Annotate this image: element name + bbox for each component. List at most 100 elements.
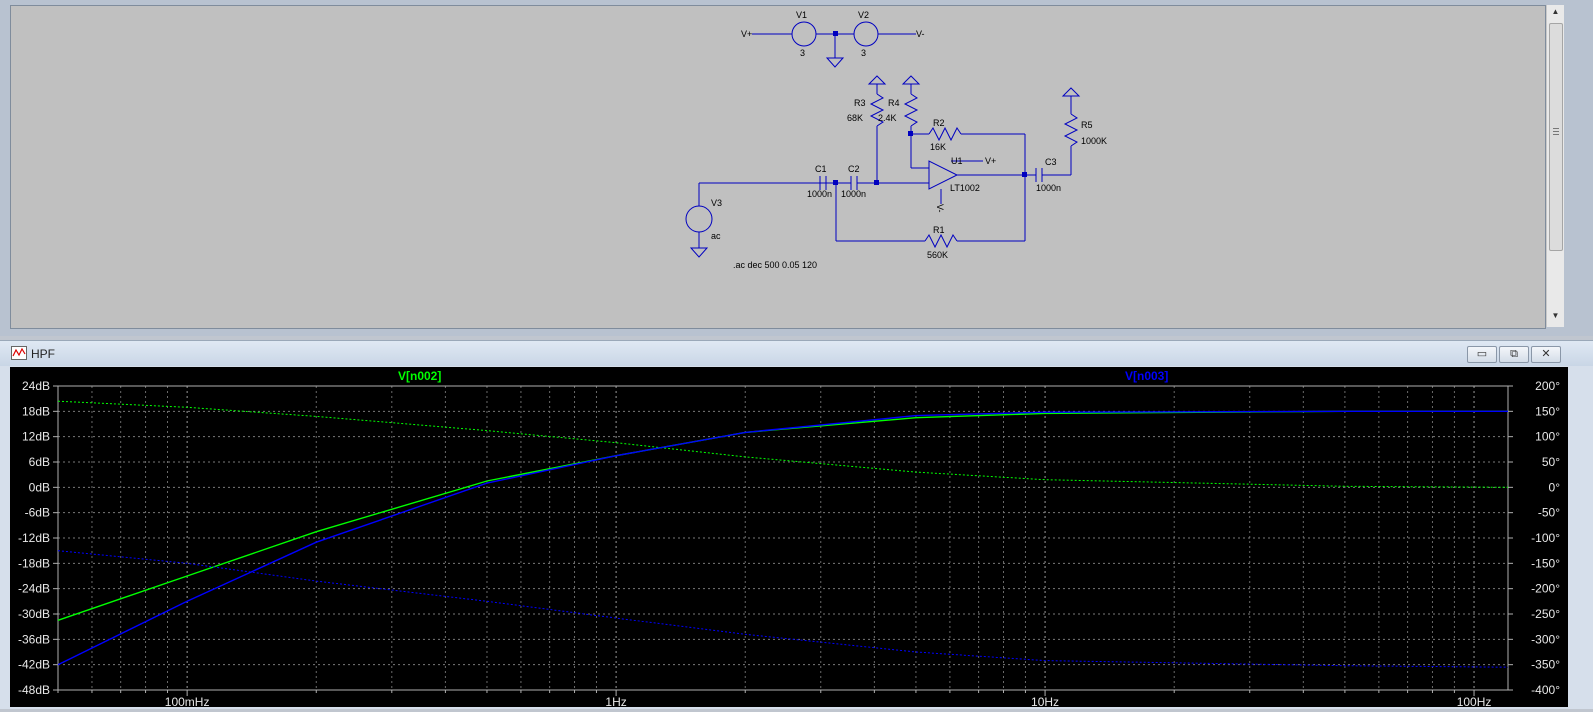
y-tick-label: 18dB xyxy=(22,404,50,418)
scroll-up-arrow-icon[interactable]: ▲ xyxy=(1551,7,1560,16)
net-vminus-u1: V- xyxy=(935,204,945,213)
y2-tick-label: 50° xyxy=(1542,455,1560,469)
r2-name: R2 xyxy=(933,118,945,128)
x-axis-labels: 100mHz 1Hz 10Hz 100Hz xyxy=(165,695,1492,709)
r3-name: R3 xyxy=(854,98,866,108)
vcc-icon xyxy=(1061,87,1081,97)
y-tick-label: 0dB xyxy=(29,480,50,494)
y2-tick-label: -200° xyxy=(1531,582,1560,596)
y2-axis-labels: 200° 150° 100° 50° 0° -50° -100° -150° -200° -250… xyxy=(1531,379,1560,697)
restore-button[interactable]: ⧉ xyxy=(1499,346,1529,363)
v2-value: 3 xyxy=(861,48,866,58)
close-button[interactable]: ✕ xyxy=(1531,346,1561,363)
x-tick-label: 100Hz xyxy=(1457,695,1492,707)
v1-name: V1 xyxy=(796,10,807,20)
v2-symbol[interactable] xyxy=(853,21,879,47)
y2-tick-label: -150° xyxy=(1531,556,1560,570)
u1-opamp[interactable] xyxy=(928,160,959,190)
r4-value: 2.4K xyxy=(878,113,897,123)
r3-resistor[interactable] xyxy=(869,93,885,127)
junction-dot xyxy=(833,180,838,185)
ground-icon xyxy=(689,247,709,258)
waveform-title: HPF xyxy=(31,347,55,361)
y-tick-label: 12dB xyxy=(22,430,50,444)
y2-tick-label: 200° xyxy=(1535,379,1560,393)
vcc-icon xyxy=(901,75,921,85)
trace-vn003-magnitude xyxy=(57,410,1508,666)
junction-dot xyxy=(833,31,838,36)
v3-value: ac xyxy=(711,231,721,241)
waveform-app-icon xyxy=(11,346,27,360)
y-tick-label: -30dB xyxy=(18,607,50,621)
trace-label-v-n002[interactable]: V[n002] xyxy=(398,369,441,383)
net-vplus-u1: V+ xyxy=(985,156,996,166)
y-tick-label: -42dB xyxy=(18,658,50,672)
spice-directive[interactable]: .ac dec 500 0.05 120 xyxy=(733,260,817,270)
v3-name: V3 xyxy=(711,198,722,208)
r4-resistor[interactable] xyxy=(903,93,919,127)
y2-tick-label: -50° xyxy=(1538,506,1560,520)
c1-value: 1000n xyxy=(807,189,832,199)
y-tick-label: -6dB xyxy=(25,506,50,520)
net-vminus: V- xyxy=(916,29,925,39)
c3-value: 1000n xyxy=(1036,183,1061,193)
u1-name: U1 xyxy=(951,156,963,166)
x-tick-label: 100mHz xyxy=(165,695,210,707)
scroll-thumb[interactable] xyxy=(1549,23,1563,251)
v1-symbol[interactable] xyxy=(791,21,817,47)
plot-frame xyxy=(57,385,1509,691)
r4-name: R4 xyxy=(888,98,900,108)
r1-name: R1 xyxy=(933,225,945,235)
schematic-canvas[interactable]: V1 3 V2 3 V3 ac V+ V- V+ V- R3 68K R4 2.… xyxy=(10,5,1546,329)
y-axis-labels: 24dB18dB12dB6dB0dB-6dB-12dB-18dB-24dB-30… xyxy=(18,379,50,697)
vcc-icon xyxy=(867,75,887,85)
y2-tick-label: -400° xyxy=(1531,683,1560,697)
y-tick-label: -36dB xyxy=(18,632,50,646)
c2-value: 1000n xyxy=(841,189,866,199)
ground-icon xyxy=(825,57,845,68)
y-tick-label: -18dB xyxy=(18,556,50,570)
r1-resistor[interactable] xyxy=(924,233,958,249)
r2-value: 16K xyxy=(930,142,946,152)
y2-tick-label: -350° xyxy=(1531,658,1560,672)
trace-vn002-phase xyxy=(57,400,1509,488)
y-tick-label: 24dB xyxy=(22,379,50,393)
schematic-vertical-scrollbar[interactable]: ▲ ▼ xyxy=(1546,5,1564,327)
v2-name: V2 xyxy=(858,10,869,20)
minimize-button[interactable]: ▭ xyxy=(1467,346,1497,363)
waveform-titlebar[interactable]: HPF ▭ ⧉ ✕ xyxy=(0,341,1593,366)
y2-tick-label: 100° xyxy=(1535,430,1560,444)
r3-value: 68K xyxy=(847,113,863,123)
junction-dot xyxy=(1022,172,1027,177)
r5-resistor[interactable] xyxy=(1063,113,1079,147)
v3-symbol[interactable] xyxy=(685,205,713,233)
y2-tick-label: -100° xyxy=(1531,531,1560,545)
trace-vn003-phase xyxy=(57,550,1509,668)
bode-plot[interactable]: 24dB18dB12dB6dB0dB-6dB-12dB-18dB-24dB-30… xyxy=(10,367,1568,709)
c1-name: C1 xyxy=(815,164,827,174)
r5-value: 1000K xyxy=(1081,136,1107,146)
trace-label-v-n003[interactable]: V[n003] xyxy=(1125,369,1168,383)
y-tick-label: -48dB xyxy=(18,683,50,697)
y-tick-label: 6dB xyxy=(29,455,50,469)
plot-grid xyxy=(53,385,1513,696)
y2-tick-label: 150° xyxy=(1535,404,1560,418)
y2-tick-label: -250° xyxy=(1531,607,1560,621)
junction-dot xyxy=(874,180,879,185)
x-tick-label: 10Hz xyxy=(1031,695,1059,707)
y-tick-label: -24dB xyxy=(18,582,50,596)
y2-tick-label: 0° xyxy=(1549,480,1561,494)
v1-value: 3 xyxy=(800,48,805,58)
c2-name: C2 xyxy=(848,164,860,174)
schematic-drawing: V1 3 V2 3 V3 ac V+ V- V+ V- R3 68K R4 2.… xyxy=(685,10,1107,270)
x-tick-label: 1Hz xyxy=(605,695,626,707)
net-vplus: V+ xyxy=(741,29,752,39)
u1-value: LT1002 xyxy=(950,183,980,193)
y2-tick-label: -300° xyxy=(1531,632,1560,646)
traces xyxy=(57,400,1509,668)
r2-resistor[interactable] xyxy=(928,126,962,142)
junction-dot xyxy=(908,131,913,136)
scroll-down-arrow-icon[interactable]: ▼ xyxy=(1551,311,1560,320)
